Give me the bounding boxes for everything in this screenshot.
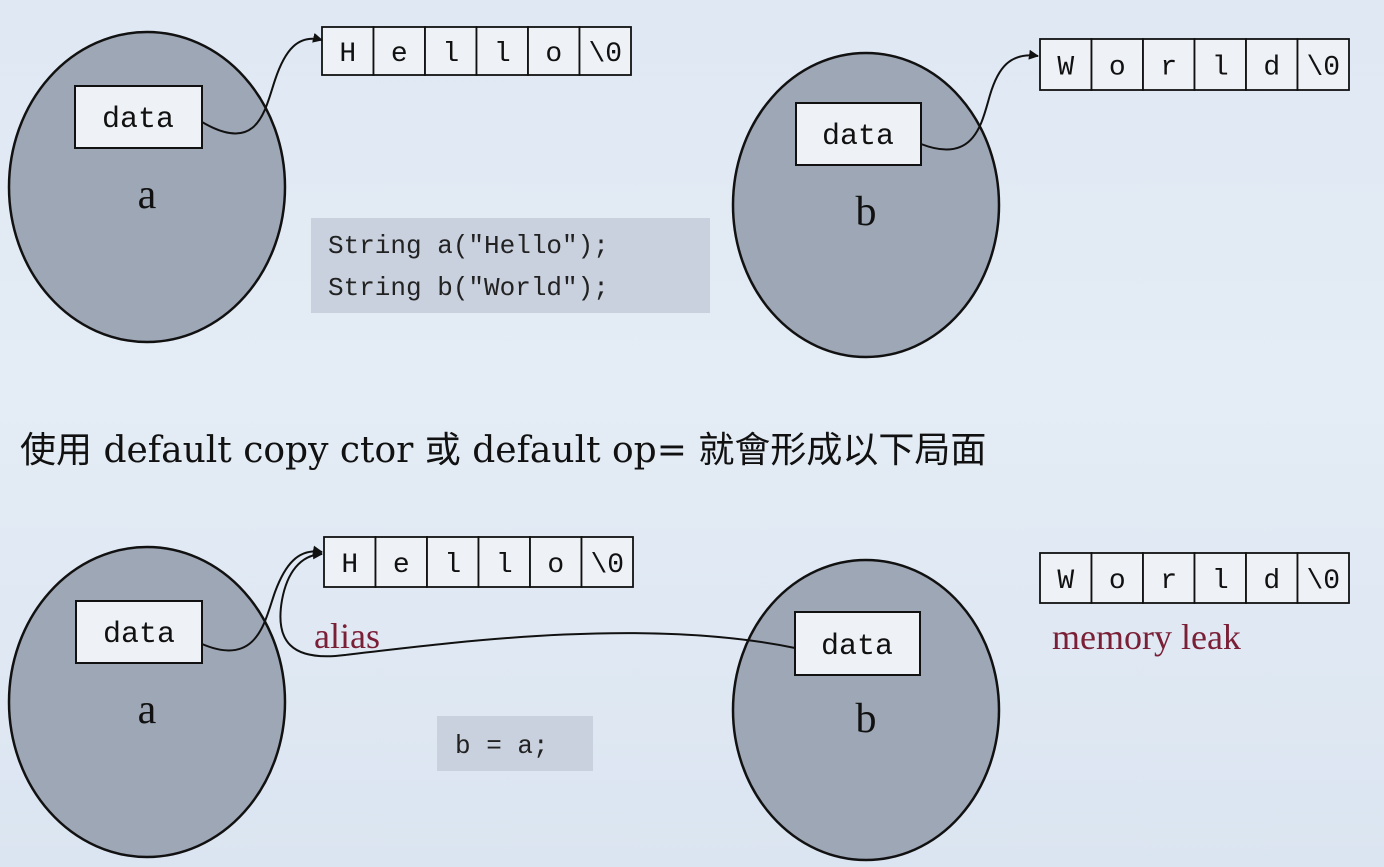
char-cell <box>1039 38 1093 91</box>
char-cell <box>1296 552 1350 604</box>
code-block-background <box>437 716 593 771</box>
char-cell <box>1245 38 1299 91</box>
code-line: String a("Hello"); <box>328 231 609 261</box>
bottom-code-block: b = a; <box>437 716 593 771</box>
char-cell <box>1245 552 1299 604</box>
char-cell <box>321 26 375 76</box>
char-cell-label: \0 <box>1306 566 1340 597</box>
object-label-b: b <box>856 696 877 742</box>
pointer-arrow-a-to-hello <box>201 545 323 652</box>
char-cell <box>578 26 632 76</box>
code-block-background <box>311 218 710 313</box>
char-cell <box>372 26 426 76</box>
code-line: b = a; <box>455 731 549 761</box>
char-cell-label: W <box>1057 53 1074 84</box>
caption-text: 使用 default copy ctor 或 default op= 就會形成以… <box>20 430 986 471</box>
char-cell <box>1090 552 1144 604</box>
top-code-block: String a("Hello"); String b("World"); <box>311 218 710 313</box>
char-cell-label: o <box>1109 566 1126 597</box>
char-cell-label: \0 <box>588 39 622 70</box>
char-cell-label: l <box>496 550 513 581</box>
alias-label: alias <box>314 616 380 656</box>
char-cell <box>1193 552 1247 604</box>
char-cell-label: H <box>339 39 356 70</box>
char-cell-label: d <box>1263 566 1280 597</box>
char-cell-label: o <box>545 39 562 70</box>
pointer-arrow-b-to-world <box>920 49 1039 151</box>
data-field-label: data <box>822 120 894 154</box>
data-field-box <box>75 600 203 664</box>
char-cell <box>1142 38 1196 91</box>
data-field-label: data <box>103 618 175 652</box>
data-field-box <box>74 85 203 149</box>
char-cell <box>527 26 581 76</box>
pointer-arrow-a-to-hello <box>201 32 323 135</box>
char-cell <box>426 536 480 588</box>
char-cell-label: \0 <box>590 550 624 581</box>
data-field-box <box>795 102 922 166</box>
code-line: String b("World"); <box>328 273 609 303</box>
char-cell-label: o <box>1109 53 1126 84</box>
char-cell-label: r <box>1160 566 1177 597</box>
char-cell <box>1142 552 1196 604</box>
char-cell-label: l <box>494 39 511 70</box>
data-field-label: data <box>102 103 174 137</box>
pointer-arrow-b-alias-to-hello <box>279 549 796 658</box>
char-cell-label: r <box>1160 53 1177 84</box>
char-cell-label: l <box>1212 566 1229 597</box>
top-object-b: data b <box>731 51 1001 359</box>
char-cell-label: \0 <box>1306 53 1340 84</box>
char-cell <box>475 26 529 76</box>
char-cell-label: e <box>391 39 408 70</box>
char-cell-label: o <box>547 550 564 581</box>
char-cell <box>1296 38 1350 91</box>
char-cell <box>374 536 428 588</box>
char-cell <box>580 536 634 588</box>
char-cell-label: l <box>444 550 461 581</box>
object-label-b: b <box>856 189 877 235</box>
char-cell <box>529 536 583 588</box>
data-field-box <box>794 611 921 676</box>
char-cell-label: l <box>442 39 459 70</box>
char-cell-label: H <box>341 550 358 581</box>
char-cell <box>424 26 478 76</box>
data-field-label: data <box>821 630 893 664</box>
bottom-object-b: data b <box>731 558 1001 862</box>
top-object-a: data a <box>7 30 287 344</box>
char-cell-label: d <box>1263 53 1280 84</box>
object-label-a: a <box>138 687 157 733</box>
memory-leak-label: memory leak <box>1052 617 1241 657</box>
char-cell-label: e <box>393 550 410 581</box>
object-label-a: a <box>138 172 157 218</box>
char-cell-label: l <box>1212 53 1229 84</box>
char-cell-label: W <box>1057 566 1074 597</box>
bottom-object-a: data a <box>7 545 287 859</box>
char-cell <box>1039 552 1093 604</box>
char-cell <box>323 536 377 588</box>
